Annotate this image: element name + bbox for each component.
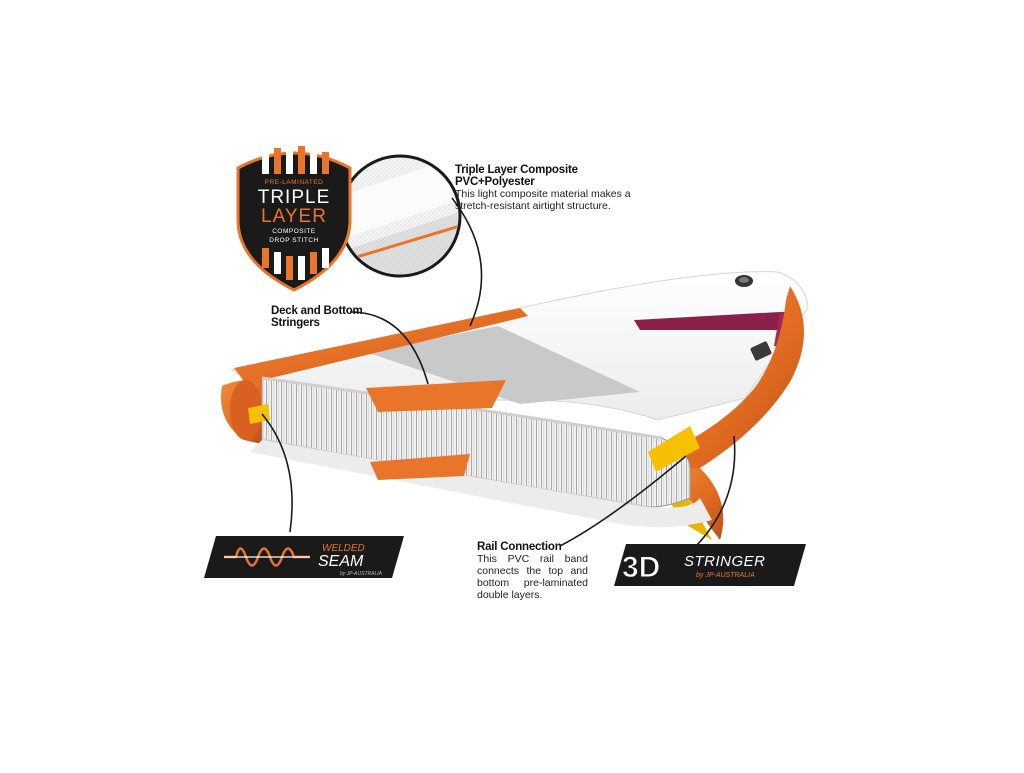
leader-welded bbox=[261, 413, 293, 533]
callout-composite-desc: This light composite material makes a st… bbox=[455, 188, 631, 212]
callout-stringers: Deck and Bottom Stringers bbox=[271, 305, 371, 329]
traction-pad bbox=[366, 326, 640, 404]
sup-board-cutaway bbox=[220, 271, 809, 540]
badge-triple-text: TRIPLE bbox=[258, 187, 331, 208]
bottom-stringer bbox=[370, 454, 470, 480]
callout-stringers-line2: Stringers bbox=[271, 317, 320, 329]
badge-layer-text: LAYER bbox=[261, 206, 327, 227]
badge-stringer-text: STRINGER bbox=[684, 553, 766, 570]
callout-rail-desc: This PVC rail band connects the top and … bbox=[477, 553, 588, 601]
callout-stringers-line1: Deck and Bottom bbox=[271, 305, 363, 317]
welded-seam-badge: WELDED SEAM by JP-AUSTRALIA bbox=[204, 536, 404, 578]
leader-rail bbox=[559, 455, 687, 547]
badge-by-text: by JP-AUSTRALIA bbox=[340, 571, 383, 577]
seam-marker-left bbox=[248, 404, 270, 424]
leader-stringers bbox=[349, 311, 429, 385]
stringer-3d-badge: 3D STRINGER by JP-AUSTRALIA bbox=[614, 544, 806, 586]
rail-band-top-left bbox=[234, 308, 528, 384]
valve-badge bbox=[750, 341, 772, 361]
leader-composite bbox=[451, 197, 483, 327]
callout-rail-title: Rail Connection bbox=[477, 541, 562, 553]
badge-top-text: PRE-LAMINATED bbox=[265, 179, 324, 186]
deck-logo bbox=[634, 312, 780, 330]
fabric-closeup bbox=[338, 154, 462, 278]
badge-seam-text: SEAM bbox=[318, 553, 364, 570]
badge-stringer-by-text: by JP-AUSTRALIA bbox=[696, 572, 755, 579]
badge-welded-text: WELDED bbox=[322, 543, 365, 554]
badge-dropstitch-text: DROP STITCH bbox=[269, 237, 318, 244]
seam-wave-icon bbox=[224, 547, 310, 567]
badge-3d-text: 3D bbox=[622, 551, 660, 584]
callout-rail: Rail Connection This PVC rail band conne… bbox=[477, 541, 588, 601]
leader-lines bbox=[261, 197, 736, 547]
triple-layer-badge: PRE-LAMINATED TRIPLE LAYER COMPOSITE DRO… bbox=[236, 146, 352, 292]
board-bottom bbox=[250, 440, 712, 528]
callout-composite-title: Triple Layer Composite PVC+Polyester bbox=[455, 164, 578, 188]
badge-stripes bbox=[262, 146, 329, 280]
seam-marker-right bbox=[648, 426, 700, 472]
leader-3d bbox=[695, 435, 736, 547]
badge-composite-text: COMPOSITE bbox=[272, 228, 316, 235]
deck-stringer bbox=[366, 380, 506, 412]
callout-composite: Triple Layer Composite PVC+Polyester Thi… bbox=[455, 164, 633, 212]
